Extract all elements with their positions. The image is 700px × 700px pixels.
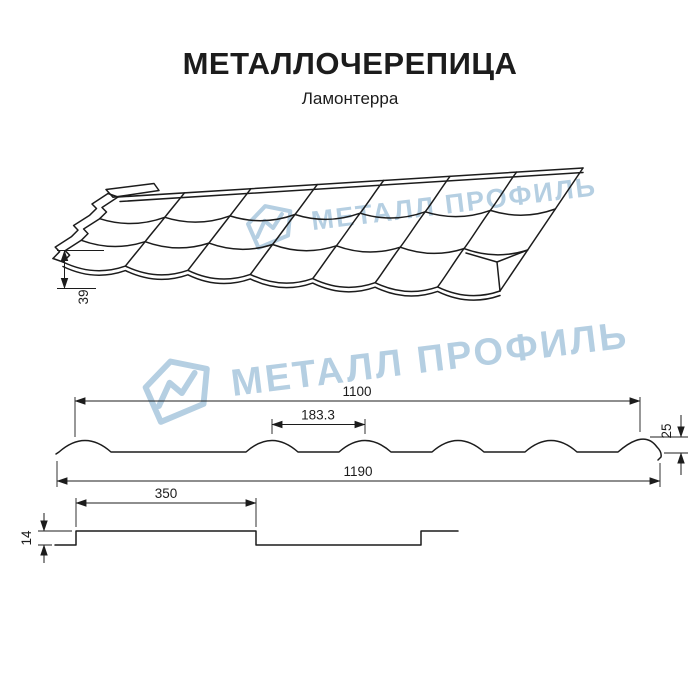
- page-subtitle: Ламонтерра: [301, 89, 399, 108]
- dimension-wave-height: 25: [650, 415, 688, 475]
- dim-step-height-label: 14: [19, 530, 34, 546]
- dimension-full-width: 1190: [56, 461, 661, 487]
- dimension-roof-step-height: 39: [57, 249, 104, 305]
- metall-profil-logo-icon: [142, 358, 210, 425]
- dim-wave-pitch-label: 183.3: [301, 408, 335, 423]
- dim-cover-width-label: 1100: [342, 384, 371, 399]
- dim-full-width-label: 1190: [343, 464, 372, 479]
- page-title: МЕТАЛЛОЧЕРЕПИЦА: [182, 46, 518, 81]
- dimension-wave-pitch: 183.3: [271, 408, 366, 434]
- diagram-header: МЕТАЛЛОЧЕРЕПИЦА Ламонтерра: [0, 46, 700, 109]
- dimension-cover-width: 1100: [74, 384, 641, 437]
- dimension-module-length: 350: [75, 486, 257, 527]
- dim-module-length-label: 350: [155, 486, 178, 501]
- step-profile-section: [54, 530, 459, 546]
- profile-cross-section: [55, 438, 662, 461]
- brand-watermark-middle: МЕТАЛЛ ПРОФИЛЬ: [129, 298, 633, 434]
- dim-profile-height-label: 39: [76, 289, 91, 304]
- dim-wave-height-label: 25: [659, 423, 674, 438]
- dimension-step-height: 14: [19, 513, 72, 563]
- roof-perspective-view: [52, 167, 584, 301]
